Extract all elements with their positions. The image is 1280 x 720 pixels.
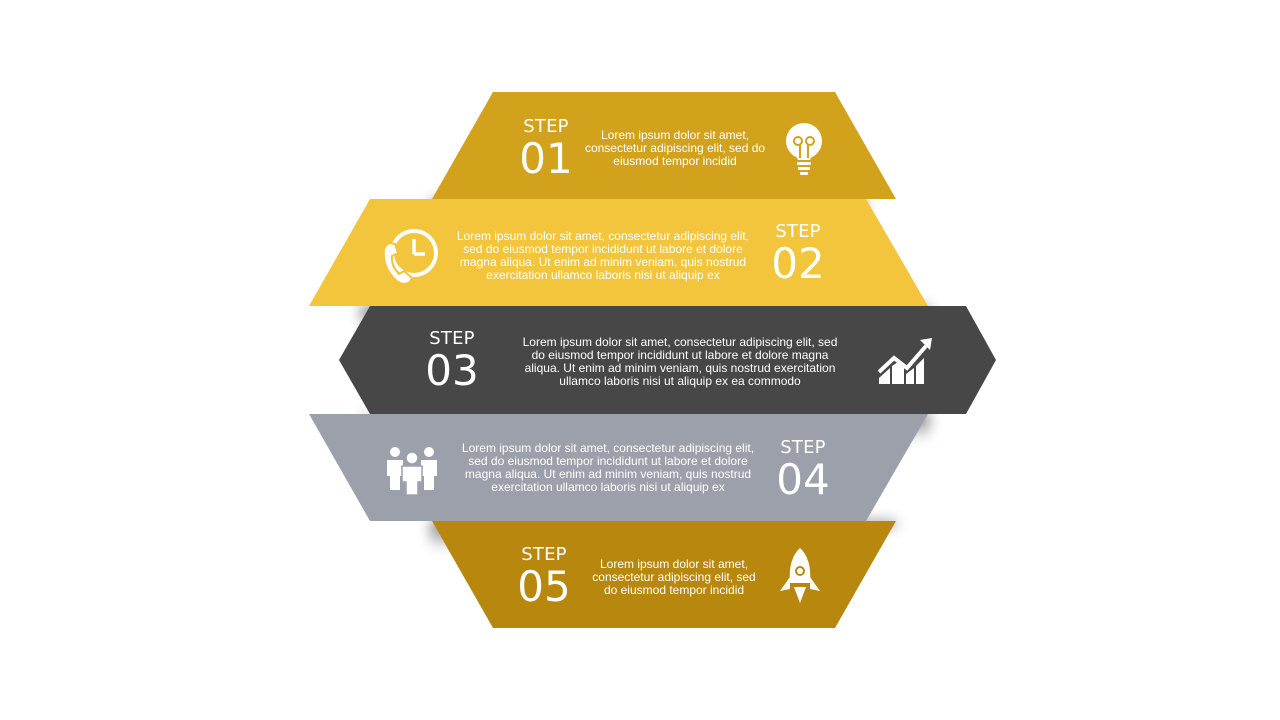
step-02-number: 02 xyxy=(771,239,825,288)
step-01-band: STEP 01 Lorem ipsum dolor sit amet, cons… xyxy=(430,92,898,199)
step-01-word: STEP xyxy=(523,116,569,137)
team-icon xyxy=(387,447,437,496)
step-01-text: Lorem ipsum dolor sit amet, consectetur … xyxy=(584,128,766,168)
step-04-text: Lorem ipsum dolor sit amet, consectetur … xyxy=(461,441,755,494)
step-05-band: STEP 05 Lorem ipsum dolor sit amet, cons… xyxy=(430,521,898,628)
step-04-band: Lorem ipsum dolor sit amet, consectetur … xyxy=(308,414,930,521)
step-03-number: 03 xyxy=(425,346,479,395)
step-04-word: STEP xyxy=(780,437,826,458)
step-05-shape xyxy=(432,521,896,628)
step-02-band: Lorem ipsum dolor sit amet, consectetur … xyxy=(308,199,930,306)
growth-chart-icon xyxy=(877,338,932,384)
step-03-label: STEP 03 xyxy=(422,329,482,393)
lightbulb-icon xyxy=(786,123,822,175)
step-04-label: STEP 04 xyxy=(773,438,833,502)
step-03-word: STEP xyxy=(429,328,475,349)
step-01-label: STEP 01 xyxy=(516,117,576,181)
phone-clock-icon xyxy=(382,229,438,285)
step-05-text: Lorem ipsum dolor sit amet, consectetur … xyxy=(592,557,756,597)
step-04-shape xyxy=(309,414,928,521)
step-02-label: STEP 02 xyxy=(768,222,828,286)
step-02-text: Lorem ipsum dolor sit amet, consectetur … xyxy=(456,229,750,282)
step-05-word: STEP xyxy=(521,544,567,565)
step-03-shape xyxy=(339,306,996,414)
step-05-number: 05 xyxy=(517,562,571,611)
step-05-label: STEP 05 xyxy=(514,545,574,609)
step-03-text: Lorem ipsum dolor sit amet, consectetur … xyxy=(522,335,838,388)
step-03-band: STEP 03 Lorem ipsum dolor sit amet, cons… xyxy=(338,306,998,414)
step-02-word: STEP xyxy=(775,221,821,242)
step-01-number: 01 xyxy=(519,134,573,183)
step-02-shape xyxy=(309,199,928,306)
step-04-number: 04 xyxy=(776,455,830,504)
step-01-shape xyxy=(432,92,896,199)
rocket-icon xyxy=(780,548,820,603)
